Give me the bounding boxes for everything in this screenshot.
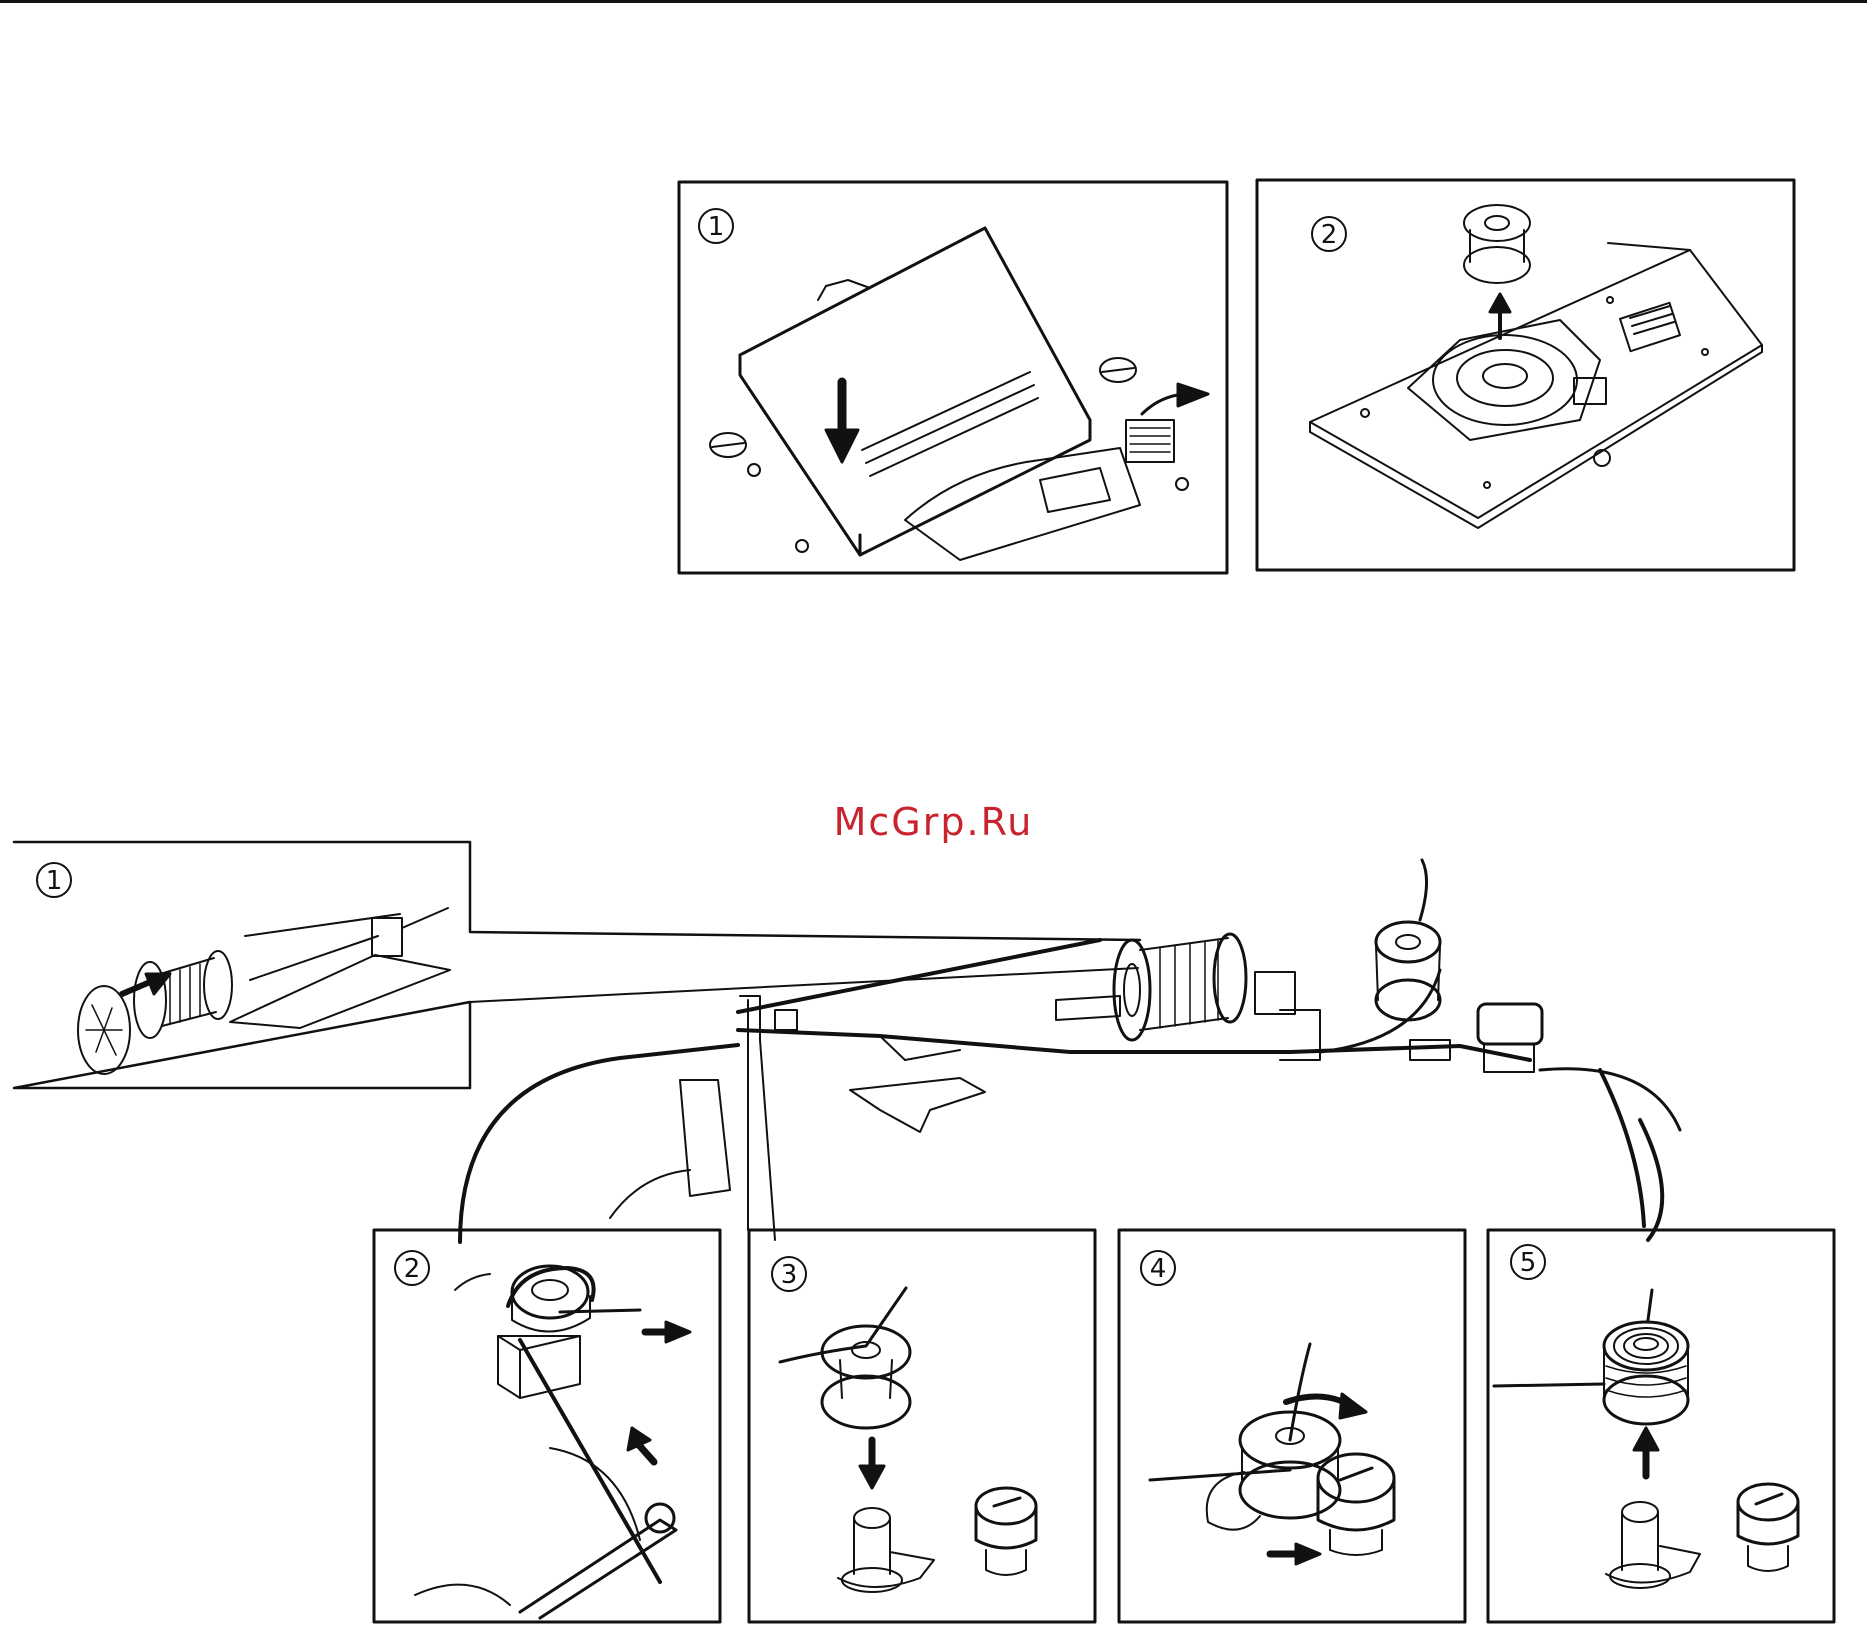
top-panel-2: 2 (1257, 180, 1794, 570)
circled-number-icon: 5 (1511, 1245, 1545, 1279)
panel-number: 3 (781, 1260, 798, 1290)
arrow-up-icon (1634, 1428, 1658, 1476)
bottom-panel-2: 2 (374, 1230, 720, 1622)
arrow-right-icon (645, 1322, 690, 1342)
circled-number-icon: 2 (1312, 217, 1346, 251)
needle-plate (1310, 243, 1762, 528)
stopper (1738, 1484, 1798, 1571)
arrow-right-icon (1142, 384, 1208, 414)
circled-number-icon: 2 (395, 1251, 429, 1285)
panel-number: 4 (1150, 1254, 1167, 1284)
top-panel-1: 1 (679, 182, 1227, 573)
stopper (1318, 1454, 1394, 1555)
winder-spindle (838, 1508, 934, 1592)
arrow-right-icon (1286, 1394, 1366, 1418)
panel-number: 1 (708, 212, 725, 242)
panel-number: 2 (1321, 220, 1338, 250)
arrow-right-icon (1270, 1544, 1320, 1564)
panel-number: 1 (46, 866, 63, 896)
panel-number: 5 (1520, 1248, 1537, 1278)
needle-plate-cover (710, 228, 1188, 560)
bottom-panel-4: 4 (1119, 1230, 1465, 1622)
watermark: McGrp.Ru (0, 800, 1867, 844)
circled-number-icon: 1 (699, 209, 733, 243)
bottom-panel-5: 5 (1488, 1070, 1834, 1622)
wound-bobbin (1494, 1070, 1688, 1424)
arrow-right-icon (122, 974, 170, 994)
winder-spindle (1606, 1502, 1700, 1588)
bobbin (1464, 205, 1530, 283)
arrow-down-icon (860, 1440, 884, 1488)
bottom-panel-3: 3 (749, 1230, 1095, 1622)
circled-number-icon: 4 (1141, 1251, 1175, 1285)
bobbin-on-spindle (1150, 1344, 1340, 1530)
circled-number-icon: 3 (772, 1257, 806, 1291)
panel-number: 2 (404, 1254, 421, 1284)
circled-number-icon: 1 (37, 863, 71, 897)
arrow-up-icon (628, 1428, 654, 1462)
stopper (976, 1488, 1036, 1575)
bobbin (780, 1288, 910, 1428)
machine-top (460, 860, 1680, 1242)
